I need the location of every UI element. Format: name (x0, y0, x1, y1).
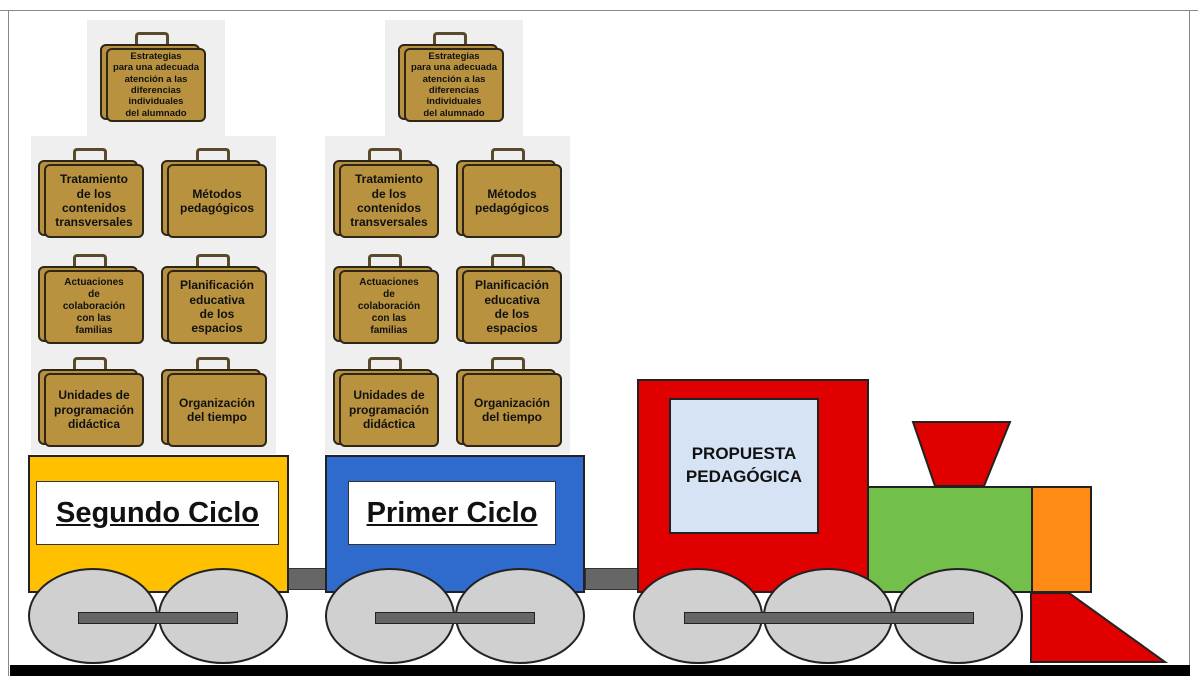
locomotive-boiler (867, 486, 1033, 593)
suitcase-label: Estrategias para una adecuada atención a… (410, 50, 498, 119)
wagon-label-box: Segundo Ciclo (36, 481, 279, 545)
suitcase-front: Unidades de programación didáctica (339, 373, 439, 447)
suitcase-front: Tratamiento de los contenidos transversa… (44, 164, 144, 238)
wagon-label: Segundo Ciclo (56, 496, 259, 529)
suitcase-label: Actuaciones de colaboración con las fami… (62, 277, 126, 336)
suitcase-teaching-units: Unidades de programación didáctica (333, 357, 439, 457)
locomotive-cowcatcher (1030, 592, 1169, 663)
frame-border-right (1189, 10, 1190, 676)
suitcase-handle (368, 254, 402, 268)
suitcase-handle (368, 148, 402, 162)
wagon-label: Primer Ciclo (366, 496, 538, 529)
suitcase-front: Métodos pedagógicos (167, 164, 267, 238)
suitcase-handle (491, 148, 525, 162)
suitcase-family-collaboration: Actuaciones de colaboración con las fami… (333, 254, 439, 354)
suitcase-handle (73, 357, 107, 371)
suitcase-label: Planificación educativa de los espacios (179, 278, 255, 336)
wheel-axle (375, 612, 535, 624)
suitcase-handle (491, 254, 525, 268)
suitcase-strategies: Estrategias para una adecuada atención a… (100, 32, 206, 132)
suitcase-label: Planificación educativa de los espacios (474, 278, 550, 336)
frame-border-left (8, 10, 9, 676)
suitcase-label: Tratamiento de los contenidos transversa… (350, 172, 428, 230)
suitcase-front: Organización del tiempo (462, 373, 562, 447)
suitcase-handle (196, 148, 230, 162)
suitcase-handle (73, 148, 107, 162)
suitcase-label: Estrategias para una adecuada atención a… (112, 50, 200, 119)
suitcase-handle (73, 254, 107, 268)
frame-border-top (0, 10, 1198, 11)
suitcase-handle (196, 357, 230, 371)
locomotive-front (1031, 486, 1092, 593)
suitcase-label: Tratamiento de los contenidos transversa… (55, 172, 133, 230)
suitcase-label: Unidades de programación didáctica (348, 388, 429, 432)
suitcase-methods: Métodos pedagógicos (456, 148, 562, 248)
suitcase-strategies: Estrategias para una adecuada atención a… (398, 32, 504, 132)
suitcase-space-planning: Planificación educativa de los espacios (456, 254, 562, 354)
suitcase-handle (135, 32, 169, 46)
locomotive-chimney (911, 421, 1012, 487)
suitcase-handle (491, 357, 525, 371)
wheel-axle (684, 612, 974, 624)
suitcase-label: Organización del tiempo (178, 395, 255, 424)
suitcase-front: Unidades de programación didáctica (44, 373, 144, 447)
cab-window: PROPUESTA PEDAGÓGICA (669, 398, 819, 534)
wagon-label-box: Primer Ciclo (348, 481, 556, 545)
wheel-axle (78, 612, 238, 624)
suitcase-handle (196, 254, 230, 268)
suitcase-front: Actuaciones de colaboración con las fami… (44, 270, 144, 344)
suitcase-label: Métodos pedagógicos (179, 186, 254, 215)
suitcase-front: Estrategias para una adecuada atención a… (106, 48, 206, 122)
suitcase-transversal: Tratamiento de los contenidos transversa… (38, 148, 144, 248)
suitcase-label: Métodos pedagógicos (474, 186, 549, 215)
suitcase-time-organization: Organización del tiempo (456, 357, 562, 457)
cab-label: PROPUESTA PEDAGÓGICA (685, 444, 803, 486)
suitcase-front: Tratamiento de los contenidos transversa… (339, 164, 439, 238)
suitcase-label: Actuaciones de colaboración con las fami… (357, 277, 421, 336)
suitcase-label: Unidades de programación didáctica (53, 388, 134, 432)
suitcase-methods: Métodos pedagógicos (161, 148, 267, 248)
wagon-segundo-ciclo: Segundo Ciclo (28, 455, 289, 593)
rail-track (10, 665, 1190, 676)
suitcase-front: Estrategias para una adecuada atención a… (404, 48, 504, 122)
suitcase-label: Organización del tiempo (473, 395, 550, 424)
suitcase-front: Organización del tiempo (167, 373, 267, 447)
suitcase-space-planning: Planificación educativa de los espacios (161, 254, 267, 354)
suitcase-handle (433, 32, 467, 46)
suitcase-front: Planificación educativa de los espacios (167, 270, 267, 344)
suitcase-family-collaboration: Actuaciones de colaboración con las fami… (38, 254, 144, 354)
suitcase-front: Planificación educativa de los espacios (462, 270, 562, 344)
suitcase-front: Actuaciones de colaboración con las fami… (339, 270, 439, 344)
suitcase-front: Métodos pedagógicos (462, 164, 562, 238)
suitcase-transversal: Tratamiento de los contenidos transversa… (333, 148, 439, 248)
suitcase-teaching-units: Unidades de programación didáctica (38, 357, 144, 457)
suitcase-handle (368, 357, 402, 371)
suitcase-time-organization: Organización del tiempo (161, 357, 267, 457)
